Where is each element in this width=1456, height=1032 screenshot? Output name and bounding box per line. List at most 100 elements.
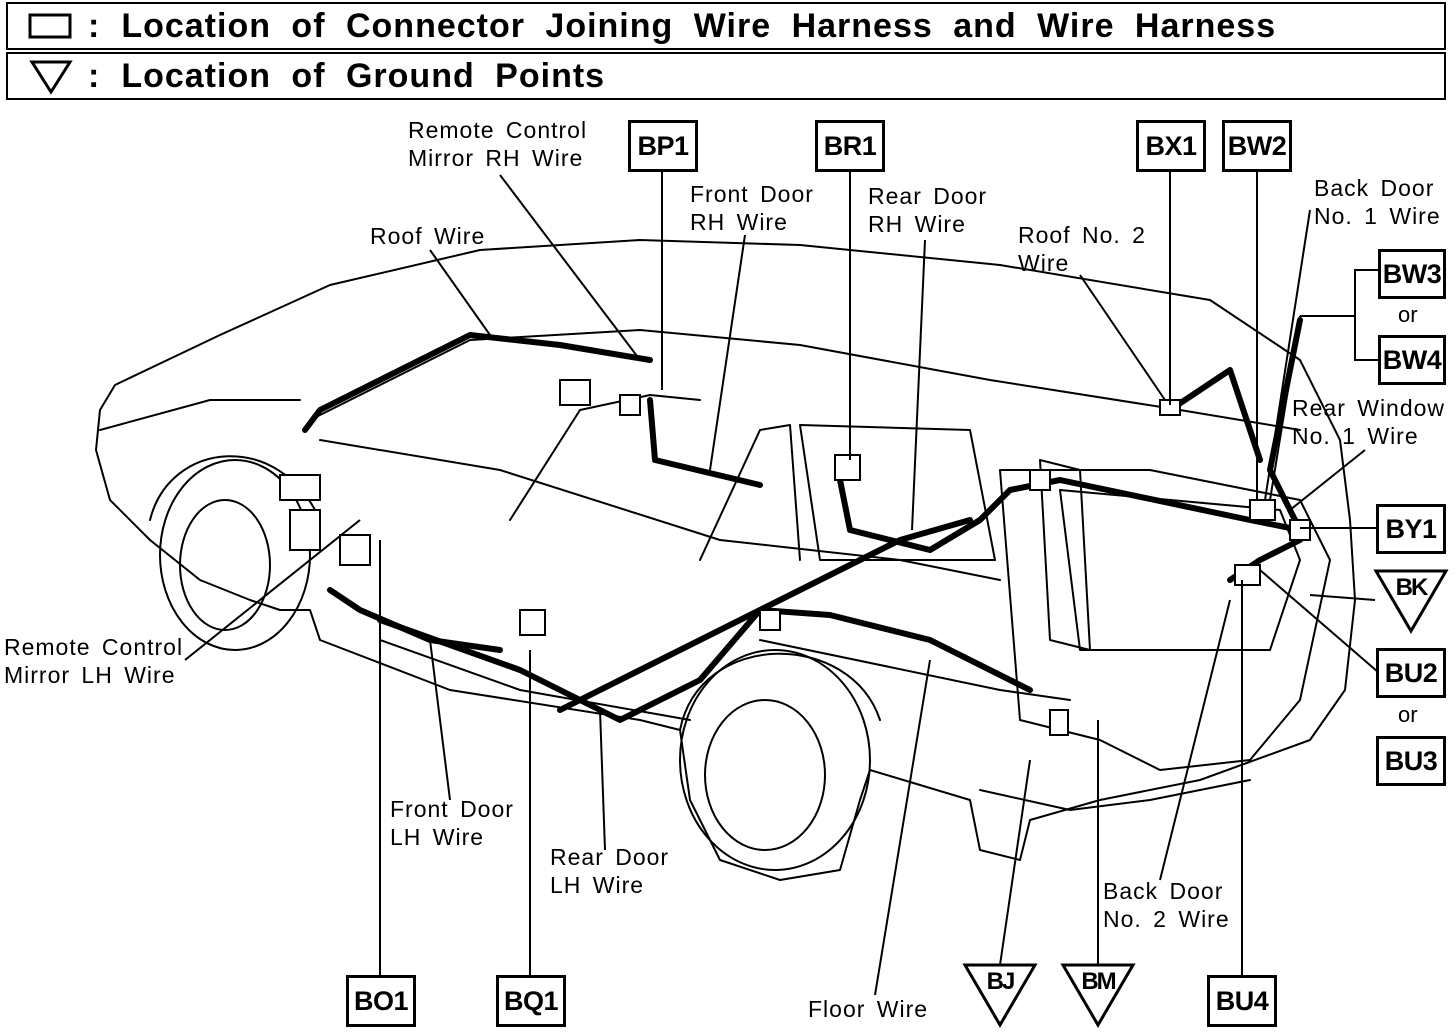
roof2-harness [1167, 367, 1263, 463]
front-wheel-inner [179, 499, 271, 631]
connector-bu3: BU3 [1376, 736, 1446, 786]
label-line: RH Wire [868, 211, 966, 237]
tailgate-glass [1059, 489, 1301, 651]
label-line: No. 1 Wire [1292, 423, 1419, 449]
roof-wire-harness [302, 332, 653, 433]
leader-bu2 [1259, 569, 1379, 673]
legend-connector-text: Location of Connector Joining Wire Harne… [121, 6, 1277, 45]
label-line: Rear Door [550, 844, 670, 870]
label-line: LH Wire [390, 824, 485, 850]
rear-rh-harness [837, 477, 1303, 553]
connector-bw4: BW4 [1378, 335, 1446, 385]
connector-bw3: BW3 [1378, 249, 1446, 299]
ground-triangle-icon [962, 963, 1038, 1028]
leader-rear-lh [599, 709, 606, 851]
leader-front-lh [429, 639, 451, 801]
label-line: RH Wire [690, 209, 788, 235]
label-back-door-no1: Back Door No. 1 Wire [1314, 174, 1441, 230]
car-body-outline [95, 239, 1356, 881]
label-front-door-rh: Front Door RH Wire [690, 180, 814, 236]
floor-cross-harness [557, 517, 973, 713]
label-remote-mirror-lh: Remote Control Mirror LH Wire [4, 633, 183, 689]
connector-block [279, 474, 321, 501]
rear-door-line [699, 424, 801, 561]
leader-bj [999, 759, 1031, 966]
connector-block [1029, 469, 1051, 491]
or-text: or [1398, 702, 1418, 727]
legend-colon: : [88, 6, 100, 45]
leader-bk [1309, 594, 1376, 601]
front-rh-harness [647, 397, 763, 488]
connector-bo1: BO1 [346, 975, 416, 1027]
rear-wheel-outer [679, 649, 871, 871]
legend-ground-row: : Location of Ground Points [6, 52, 1446, 100]
front-lh-harness [327, 587, 503, 653]
label-line: Rear Door [868, 183, 988, 209]
label-front-door-lh: Front Door LH Wire [390, 795, 514, 851]
legend-ground-text: Location of Ground Points [121, 56, 606, 95]
body-side-line [759, 639, 1071, 701]
floor-wire-harness [377, 607, 1033, 723]
leader-rearwin [1289, 449, 1366, 511]
label-line: Back Door [1314, 175, 1435, 201]
connector-block [834, 454, 861, 481]
rear-window [799, 424, 996, 561]
front-wheel-outer [159, 459, 311, 651]
connector-bp1: BP1 [628, 120, 698, 172]
rear-wheel-inner [704, 699, 826, 851]
connector-bu2: BU2 [1376, 648, 1446, 698]
beltline [319, 439, 1001, 581]
connector-bx1: BX1 [1136, 120, 1206, 172]
label-line: No. 2 Wire [1103, 906, 1230, 932]
label-rear-door-rh: Rear Door RH Wire [868, 182, 987, 238]
label-roof-no2: Roof No. 2 Wire [1018, 221, 1146, 277]
or-text: or [1398, 302, 1418, 327]
connector-square-icon [8, 6, 88, 46]
bumper [979, 779, 1251, 811]
ground-bm-label: BM [1081, 968, 1116, 995]
label-line: Remote Control [408, 117, 588, 143]
ground-bk-label: BK [1395, 574, 1429, 601]
connector-block [519, 609, 546, 636]
label-back-door-no2: Back Door No. 2 Wire [1103, 877, 1230, 933]
ground-bm: BM [1060, 962, 1136, 1028]
leader-remote-rh [499, 174, 641, 361]
label-rear-door-lh: Rear Door LH Wire [550, 843, 669, 899]
connector-bq1: BQ1 [496, 975, 566, 1027]
connector-bu4: BU4 [1207, 975, 1277, 1027]
ground-bk: BK [1373, 568, 1449, 634]
connector-block [1289, 519, 1311, 541]
label-line: Rear Window [1292, 395, 1446, 421]
ground-triangle-icon [8, 56, 88, 96]
label-roof-wire: Roof Wire [370, 223, 486, 249]
label-line: Roof No. 2 [1018, 222, 1146, 248]
label-line: LH Wire [550, 872, 645, 898]
connector-block [1249, 499, 1276, 521]
connector-block [339, 534, 371, 566]
leader-back1 [1264, 209, 1311, 501]
leader-floor [874, 659, 931, 996]
leader-front-rh [709, 234, 746, 471]
connector-by1: BY1 [1376, 504, 1446, 554]
leader-remote-lh [184, 519, 361, 661]
leader-back2 [1159, 599, 1231, 881]
connector-block [1049, 709, 1069, 736]
ground-bj-label: BJ [986, 968, 1016, 995]
label-line: Mirror LH Wire [4, 662, 176, 688]
connector-block [559, 379, 591, 406]
label-line: Front Door [390, 796, 514, 822]
leader-bw3-bw4 [1269, 315, 1301, 501]
connector-block [1234, 564, 1261, 586]
front-hood [99, 399, 301, 431]
label-line: Front Door [690, 181, 814, 207]
connector-block [759, 609, 781, 631]
label-remote-mirror-rh: Remote Control Mirror RH Wire [408, 116, 587, 172]
leader-bw3-bw4 [1354, 269, 1380, 361]
label-line: Remote Control [4, 634, 184, 660]
label-line: No. 1 Wire [1314, 203, 1441, 229]
leader-roof [429, 249, 491, 336]
front-door-line [509, 394, 701, 521]
ground-bj: BJ [962, 962, 1038, 1028]
legend-connector-row: : Location of Connector Joining Wire Har… [6, 2, 1446, 50]
